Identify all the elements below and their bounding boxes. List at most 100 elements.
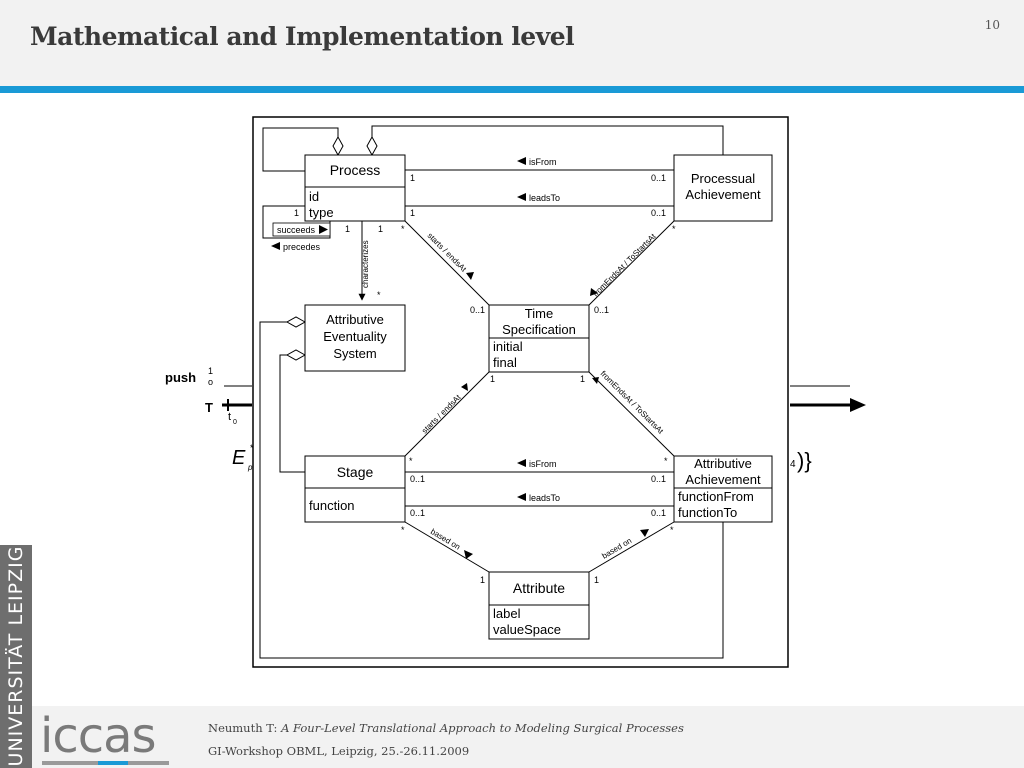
mult: 1 bbox=[345, 224, 350, 234]
formula-E-sub: p bbox=[247, 463, 253, 472]
mult: * bbox=[401, 224, 405, 234]
mult: * bbox=[672, 224, 676, 234]
slide-title: Mathematical and Implementation level bbox=[30, 22, 575, 51]
formula-fragment-4: 4 bbox=[790, 459, 796, 470]
mult: 0..1 bbox=[651, 508, 666, 518]
iccas-logo: iccas bbox=[40, 708, 157, 764]
succeeds-label-box bbox=[272, 222, 331, 237]
slide-footer bbox=[0, 706, 1024, 768]
time-spec-attr-final: final bbox=[493, 355, 517, 370]
class-attributive-achievement: Attributive Achievement functionFrom fun… bbox=[673, 455, 773, 523]
mult: 1 bbox=[594, 575, 599, 585]
time-axis-arrowhead bbox=[850, 398, 866, 412]
mult: 0..1 bbox=[410, 508, 425, 518]
mult: * bbox=[670, 525, 674, 535]
process-composition-diamond-2 bbox=[366, 135, 378, 157]
slide-header bbox=[0, 0, 1024, 86]
attribute-attr-valuespace: valueSpace bbox=[493, 622, 561, 637]
mult: 0..1 bbox=[594, 305, 609, 315]
process-name: Process bbox=[330, 162, 381, 178]
class-stage: Stage function bbox=[304, 455, 406, 523]
mult: 0..1 bbox=[651, 208, 666, 218]
stage-name: Stage bbox=[337, 464, 374, 480]
citation-author: Neumuth T: bbox=[208, 721, 282, 735]
citation-title: A Four-Level Translational Approach to M… bbox=[281, 721, 684, 735]
header-accent-line bbox=[0, 86, 1024, 93]
formula-E: E bbox=[232, 447, 246, 469]
mult: 1 bbox=[410, 173, 415, 183]
attribute-attr-label: label bbox=[493, 606, 521, 621]
based-on-right-arrow-icon bbox=[640, 529, 649, 537]
processual-achievement-name-1: Processual bbox=[691, 171, 755, 186]
isfrom-top-arrow-icon bbox=[517, 157, 526, 165]
mult: * bbox=[409, 456, 413, 466]
precedes-label: precedes bbox=[283, 242, 321, 252]
mult: * bbox=[377, 290, 381, 300]
fromendsat-bottom-arrow-icon bbox=[592, 377, 599, 384]
class-process: Process id type bbox=[304, 154, 406, 222]
formula-E-sup: * bbox=[250, 443, 254, 453]
class-processual-achievement: Processual Achievement bbox=[673, 154, 773, 222]
process-timespec-line bbox=[404, 220, 490, 306]
starts-endsat-bottom-arrow-icon bbox=[461, 383, 468, 391]
mult: 0..1 bbox=[651, 474, 666, 484]
mult: 0..1 bbox=[651, 173, 666, 183]
fromendsat-top-arrow-icon bbox=[590, 288, 598, 296]
t0-label: t bbox=[228, 411, 231, 423]
push-zero: o bbox=[208, 377, 213, 387]
mult: 1 bbox=[294, 208, 299, 218]
mult: * bbox=[664, 456, 668, 466]
aes-name-3: System bbox=[333, 346, 376, 361]
achievement-attribute-line bbox=[588, 521, 675, 573]
class-time-specification: Time Specification initial final bbox=[488, 304, 590, 373]
process-composition-diamond-1 bbox=[332, 135, 344, 157]
attr-achievement-attr-from: functionFrom bbox=[678, 489, 754, 504]
attr-achievement-name-1: Attributive bbox=[694, 456, 752, 471]
stage-attribute-line bbox=[404, 521, 490, 573]
page-number: 10 bbox=[984, 18, 1000, 32]
push-label: push bbox=[165, 370, 196, 385]
succeeds-arrow-icon bbox=[319, 225, 328, 234]
university-band bbox=[0, 545, 32, 768]
push-one: 1 bbox=[208, 366, 213, 376]
mult: 1 bbox=[378, 224, 383, 234]
precedes-arrow-icon bbox=[271, 242, 280, 250]
time-axis-label: T bbox=[205, 400, 213, 415]
aes-aggregation-diamond-1 bbox=[285, 316, 307, 328]
mult: 1 bbox=[410, 208, 415, 218]
multiplicities: 1 0..1 1 0..1 1 1 1 * * * 0..1 0..1 1 1 … bbox=[294, 173, 676, 585]
attr-achievement-name-2: Achievement bbox=[685, 472, 761, 487]
mult: 0..1 bbox=[470, 305, 485, 315]
based-on-left-arrow-icon bbox=[464, 550, 473, 559]
time-spec-attr-initial: initial bbox=[493, 339, 523, 354]
mult: 1 bbox=[490, 374, 495, 384]
mult: * bbox=[401, 525, 405, 535]
class-attributive-eventuality-system: Attributive Eventuality System bbox=[304, 304, 406, 372]
attribute-name: Attribute bbox=[513, 580, 565, 596]
formula-brace: )} bbox=[797, 448, 812, 473]
mult: 1 bbox=[580, 374, 585, 384]
isfrom-bottom-arrow-icon bbox=[517, 459, 526, 467]
aes-aggregation-diamond-2 bbox=[285, 349, 307, 361]
footer-citation: Neumuth T: A Four-Level Translational Ap… bbox=[208, 721, 684, 735]
class-attribute: Attribute label valueSpace bbox=[488, 571, 590, 640]
leadsto-top-label: leadsTo bbox=[529, 193, 560, 203]
mult: 1 bbox=[480, 575, 485, 585]
processual-achievement-name-2: Achievement bbox=[685, 187, 761, 202]
process-attr-type: type bbox=[309, 205, 334, 220]
footer-event: GI-Workshop OBML, Leipzig, 25.-26.11.200… bbox=[208, 744, 470, 758]
aes-aggregation-top-line bbox=[259, 321, 724, 659]
attr-achievement-timespec-line bbox=[588, 371, 675, 457]
university-name: UNIVERSITÄT LEIPZIG bbox=[5, 545, 27, 767]
characterizes-label: characterizes bbox=[361, 240, 370, 288]
attr-achievement-attr-to: functionTo bbox=[678, 505, 737, 520]
leadsto-top-arrow-icon bbox=[517, 193, 526, 201]
t0-subscript: 0 bbox=[233, 419, 237, 426]
aes-name-2: Eventuality bbox=[323, 329, 387, 344]
leadsto-bottom-label: leadsTo bbox=[529, 493, 560, 503]
leadsto-bottom-arrow-icon bbox=[517, 493, 526, 501]
time-spec-name-1: Time bbox=[525, 306, 553, 321]
time-spec-name-2: Specification bbox=[502, 322, 576, 337]
